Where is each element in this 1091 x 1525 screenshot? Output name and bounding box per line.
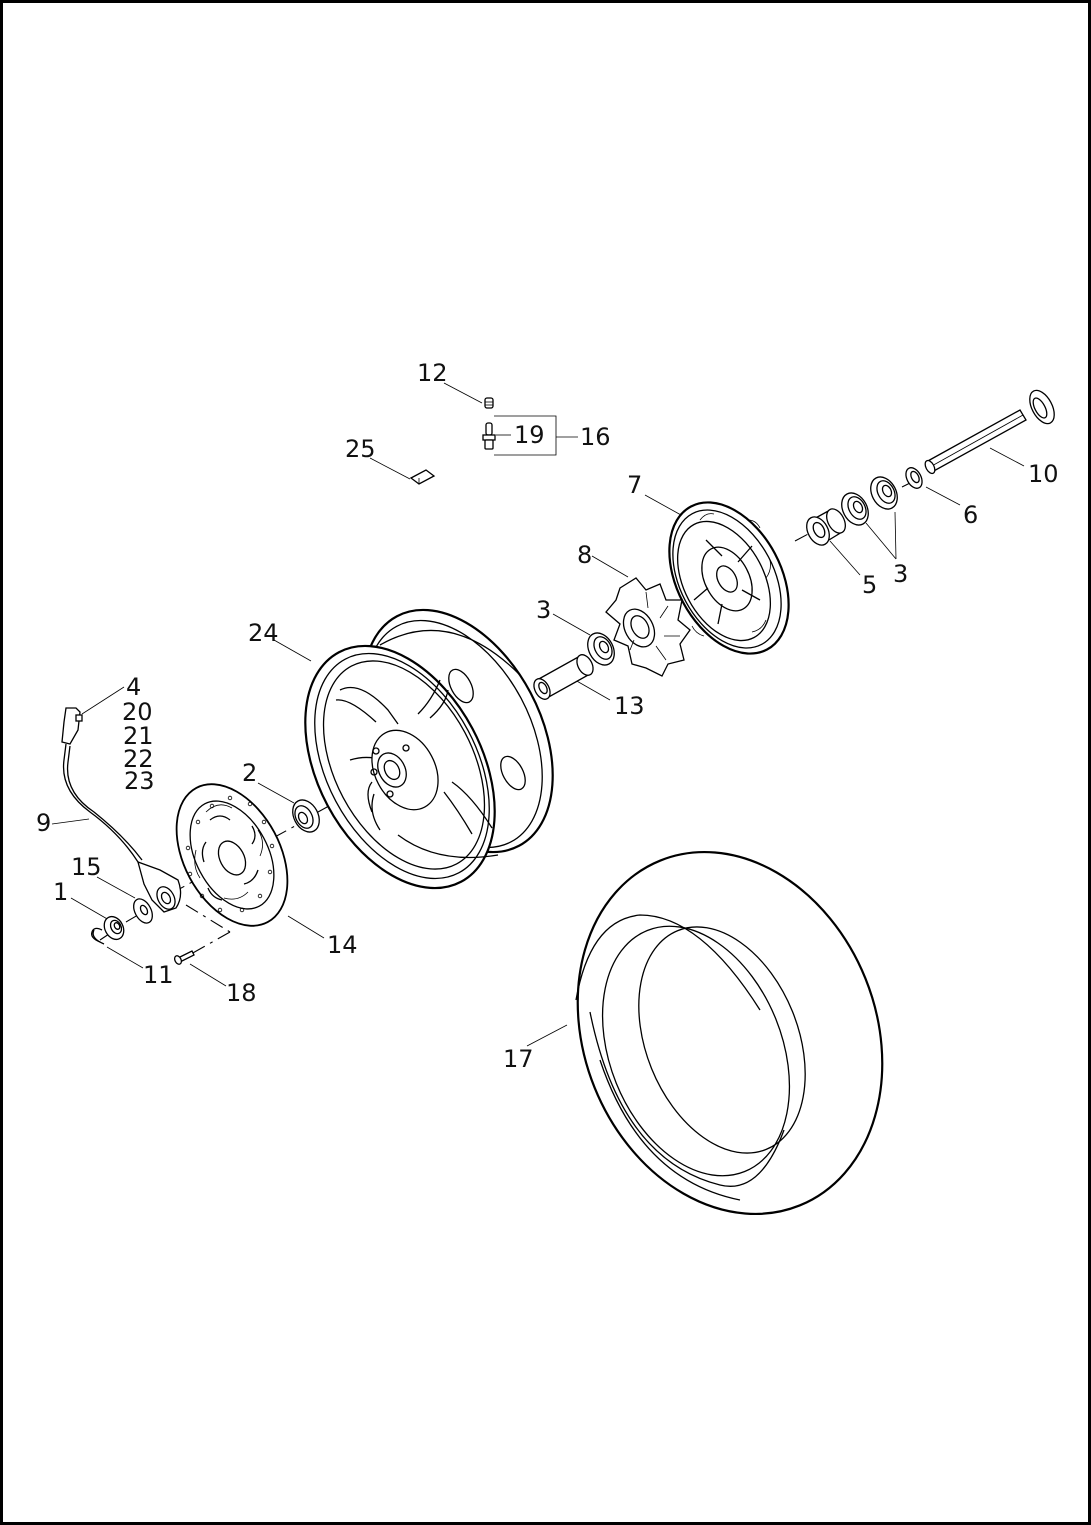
callout-5: 5 — [862, 571, 877, 599]
callout-23: 23 — [124, 767, 155, 795]
nut-part-1 — [103, 915, 125, 941]
callout-1: 1 — [53, 878, 68, 906]
leader-lines — [51, 382, 1025, 1047]
callout-16: 16 — [580, 423, 611, 451]
callout-10: 10 — [1028, 460, 1059, 488]
speed-sensor-part-9 — [61, 707, 182, 913]
washer-part-15 — [133, 898, 153, 924]
bearing-part-3-right — [841, 476, 898, 526]
cush-drive-part-8 — [605, 577, 691, 677]
callout-14: 14 — [327, 931, 358, 959]
callout-11: 11 — [143, 961, 174, 989]
callout-6: 6 — [963, 501, 978, 529]
tire-part-17 — [575, 850, 884, 1216]
brake-rotor-part-14 — [175, 783, 289, 927]
sleeve-part-5 — [806, 508, 846, 546]
clip-part-11 — [91, 927, 105, 945]
pulley-part-7 — [668, 501, 790, 655]
callout-15: 15 — [71, 853, 102, 881]
callout-2: 2 — [242, 759, 257, 787]
callout-3-left: 3 — [536, 596, 551, 624]
callout-19: 19 — [514, 421, 545, 449]
axle-part-10 — [924, 389, 1055, 475]
callout-4: 4 — [126, 673, 141, 701]
spacer-tube-part-13 — [533, 654, 594, 700]
callout-20: 20 — [122, 698, 153, 726]
callout-18: 18 — [226, 979, 257, 1007]
callout-8: 8 — [577, 541, 592, 569]
valve-stem-part-19 — [482, 422, 496, 450]
callout-24: 24 — [248, 619, 279, 647]
valve-cap-part-12 — [484, 397, 494, 409]
callout-21: 21 — [123, 722, 154, 750]
callout-3-right: 3 — [893, 560, 908, 588]
callout-labels: 12 19 16 25 10 7 6 8 5 3 3 24 13 4 20 21… — [36, 359, 1059, 1073]
balance-weight-part-25 — [409, 469, 436, 485]
callout-7: 7 — [627, 471, 642, 499]
bearing-part-2 — [292, 799, 320, 833]
callout-9: 9 — [36, 809, 51, 837]
screw-part-18 — [173, 950, 195, 965]
spacer-part-6 — [905, 467, 923, 489]
bearing-part-3-left — [587, 632, 615, 666]
callout-13: 13 — [614, 692, 645, 720]
callout-17: 17 — [503, 1045, 534, 1073]
callout-12: 12 — [417, 359, 448, 387]
callout-22: 22 — [123, 745, 154, 773]
wheel-part-24 — [304, 608, 554, 890]
